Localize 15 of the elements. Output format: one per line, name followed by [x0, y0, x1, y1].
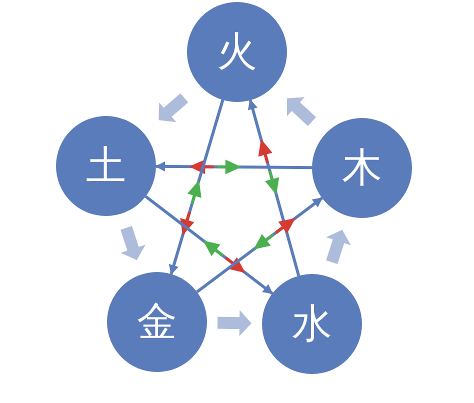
element-label: 土: [86, 146, 126, 186]
element-label: 金: [137, 302, 177, 342]
arrow: [196, 196, 323, 294]
block-arrow: [120, 226, 146, 260]
element-label: 木: [342, 148, 382, 188]
block-arrow: [158, 93, 188, 122]
block-arrow: [326, 230, 351, 264]
arrow: [144, 195, 274, 295]
block-arrow: [287, 97, 316, 126]
element-label: 水: [292, 304, 332, 344]
arrow: [155, 159, 312, 174]
arrow: [168, 100, 224, 276]
arrow: [248, 99, 300, 276]
element-label: 火: [217, 32, 257, 72]
block-arrow: [217, 310, 252, 336]
